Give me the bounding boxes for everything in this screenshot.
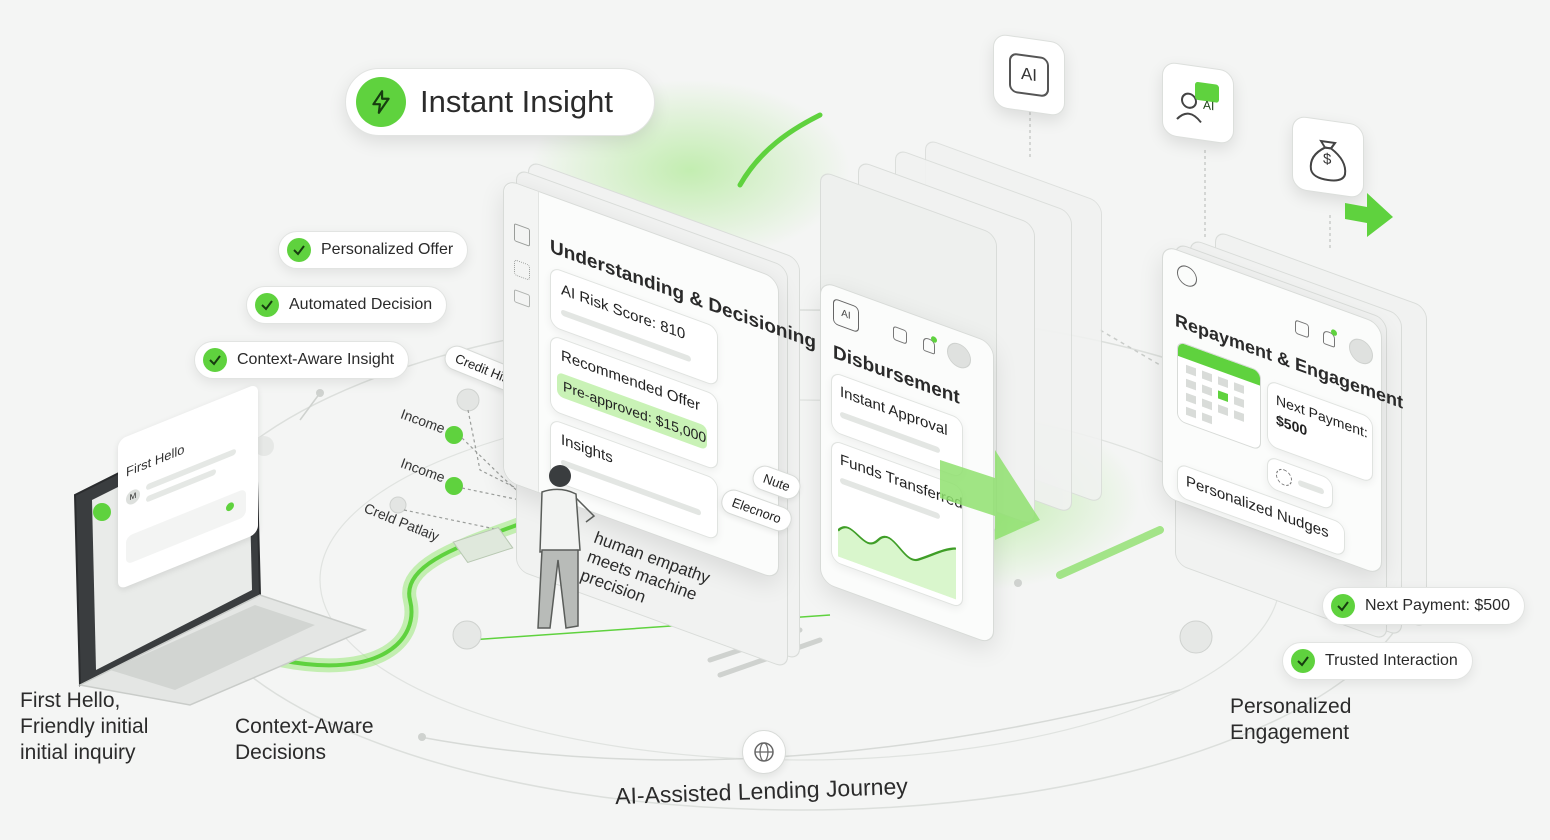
data-source-nodes xyxy=(389,388,526,531)
check-icon xyxy=(255,293,279,317)
arrow-right-icon xyxy=(1345,193,1393,237)
settings-icon xyxy=(1295,319,1309,339)
funds-sparkline xyxy=(838,526,956,600)
ai-chip-icon: AI xyxy=(993,32,1065,118)
funds-card: Funds Transferred xyxy=(831,439,963,610)
caption-context-aware: Context-Aware Decisions xyxy=(235,715,374,764)
caption-personalized: Personalized Engagement xyxy=(1230,695,1352,744)
settings-icon xyxy=(893,325,907,345)
check-icon xyxy=(203,348,227,372)
instant-insight-badge: Instant Insight xyxy=(345,68,655,136)
hand-coin-icon xyxy=(1177,262,1197,290)
avatar: M xyxy=(126,487,140,507)
globe-icon xyxy=(742,730,786,774)
ai-chip-icon: AI xyxy=(833,297,859,334)
feature-context-aware-insight: Context-Aware Insight xyxy=(194,341,410,379)
check-icon xyxy=(1291,649,1315,673)
check-icon xyxy=(1331,594,1355,618)
check-icon xyxy=(287,238,311,262)
calendar-icon xyxy=(1177,340,1261,452)
money-bag-icon: $ xyxy=(1292,114,1364,200)
lightning-icon xyxy=(356,77,406,127)
feature-automated-decision: Automated Decision xyxy=(246,286,448,324)
arrow-right-icon xyxy=(940,450,1040,540)
feature-next-payment: Next Payment: $500 xyxy=(1322,587,1525,625)
avatar xyxy=(947,339,971,372)
avatar xyxy=(1349,335,1373,368)
caption-first-hello: First Hello, Friendly initial initial in… xyxy=(20,689,149,764)
repayment-panel: Repayment & Engagement Next Payment: $50… xyxy=(1162,244,1403,577)
person-illustration xyxy=(537,465,596,629)
gear-icon xyxy=(1276,466,1292,489)
feature-trusted-interaction: Trusted Interaction xyxy=(1282,642,1473,680)
feature-personalized-offer: Personalized Offer xyxy=(278,231,469,269)
ai-chat-icon: AI xyxy=(1162,60,1234,146)
disbursement-panel: AI Disbursement Instant Approval Funds T… xyxy=(820,280,994,646)
page-title: Instant Insight xyxy=(420,84,614,119)
